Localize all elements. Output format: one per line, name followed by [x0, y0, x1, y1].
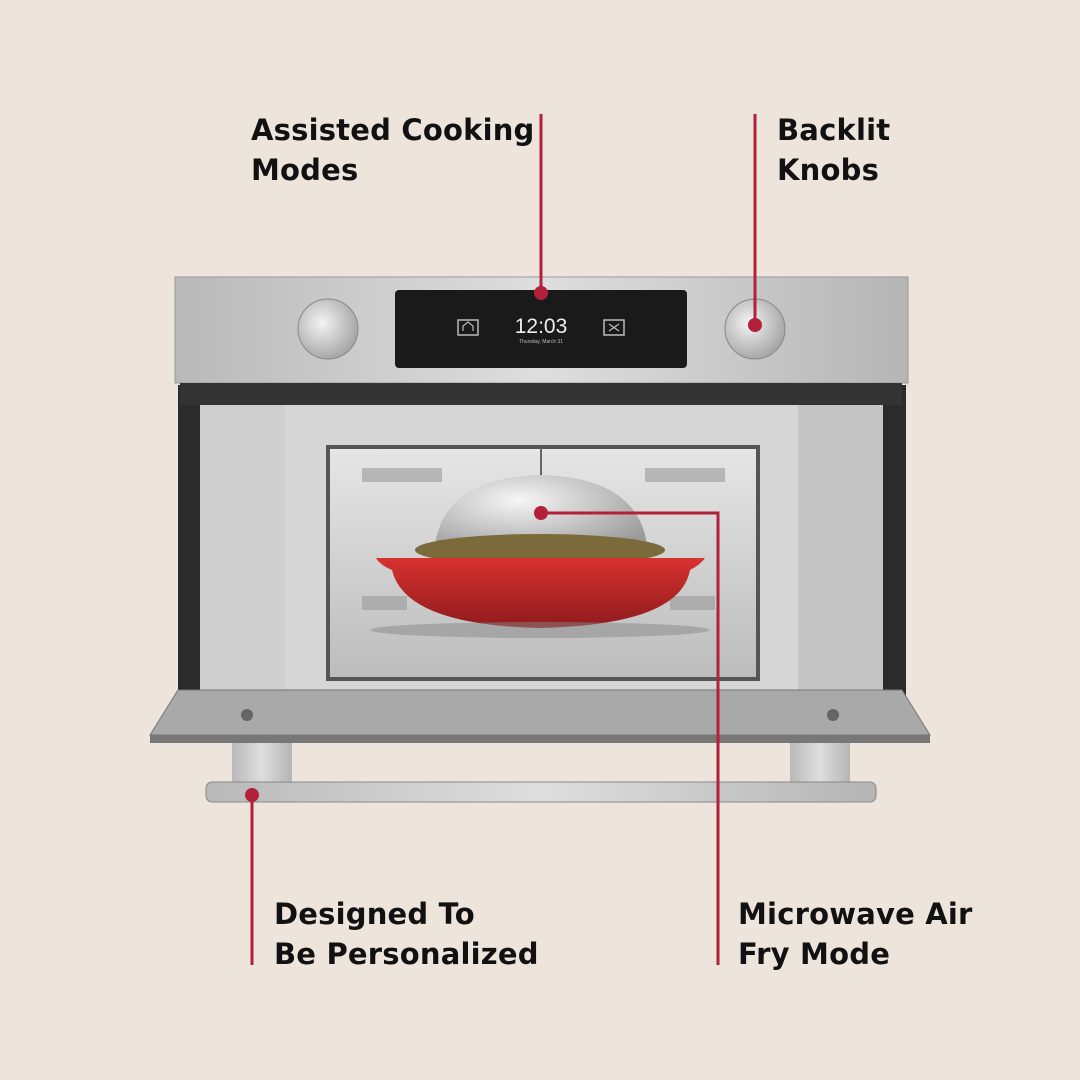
left-wall: [200, 405, 285, 690]
right-wall: [798, 405, 883, 690]
callout-text: Designed To: [274, 897, 475, 931]
vent: [180, 383, 902, 405]
display-date: Thursday, March 31: [519, 339, 563, 345]
callout-air-fry: Microwave Air Fry Mode: [738, 894, 973, 974]
display-time: 12:03: [515, 315, 568, 338]
callout-text: Be Personalized: [274, 937, 539, 971]
handle-post-left: [232, 743, 292, 783]
oven-door: [149, 689, 931, 736]
callout-lines: [250, 114, 757, 965]
callout-text: Knobs: [777, 153, 880, 187]
door-handle: [205, 781, 877, 803]
callout-text: Assisted Cooking: [251, 113, 535, 147]
callout-backlit-knobs: Backlit Knobs: [777, 110, 890, 190]
handle-post-right: [790, 743, 850, 783]
callout-personalized: Designed To Be Personalized: [274, 894, 539, 974]
callout-text: Microwave Air: [738, 897, 973, 931]
callout-text: Modes: [251, 153, 359, 187]
callout-text: Fry Mode: [738, 937, 891, 971]
touch-display: [395, 290, 687, 368]
home-icon: [457, 319, 479, 336]
left-knob: [297, 298, 359, 360]
red-dish: [376, 558, 705, 628]
callout-text: Backlit: [777, 113, 891, 147]
close-icon: [603, 319, 625, 336]
callout-dots: [245, 286, 762, 802]
callout-assisted-cooking: Assisted Cooking Modes: [251, 110, 535, 190]
